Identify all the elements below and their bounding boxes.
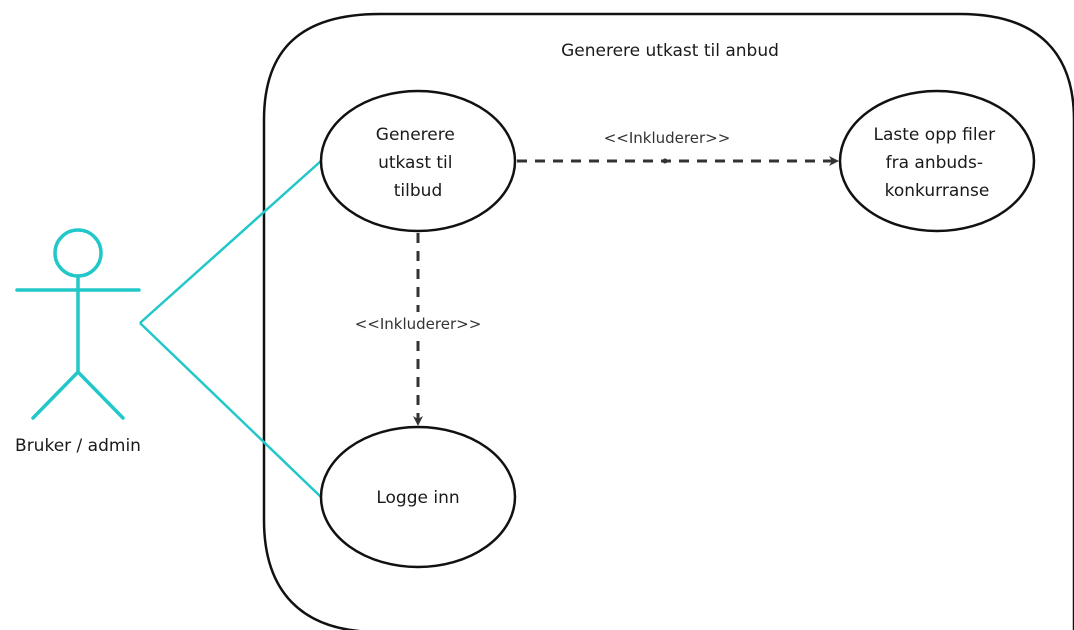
include-login-label-bg [345, 312, 491, 336]
association-generate [139, 160, 322, 324]
usecase-generate-label: Generere utkast til tilbud [376, 125, 460, 201]
actor-left-leg [31, 370, 80, 420]
actor-head [53, 228, 103, 278]
usecase-upload-ellipse [838, 89, 1036, 233]
include-upload-midpoint [662, 158, 668, 164]
usecase-upload-label: Laste opp filer fra anbuds- konkurranse [874, 125, 1001, 201]
system-boundary [262, 12, 1074, 630]
actor-figure [15, 228, 141, 420]
include-login-label: <<Inkluderer>> [355, 315, 482, 333]
usecase-login-ellipse [319, 425, 517, 569]
include-upload-label: <<Inkluderer>> [604, 129, 731, 147]
usecase-login-label: Logge inn [376, 488, 459, 508]
system-title: Generere utkast til anbud [561, 41, 779, 61]
actor-right-leg [76, 370, 125, 420]
actor-label: Bruker / admin [15, 436, 141, 456]
usecase-generate-ellipse [319, 89, 517, 233]
association-login [139, 322, 322, 498]
